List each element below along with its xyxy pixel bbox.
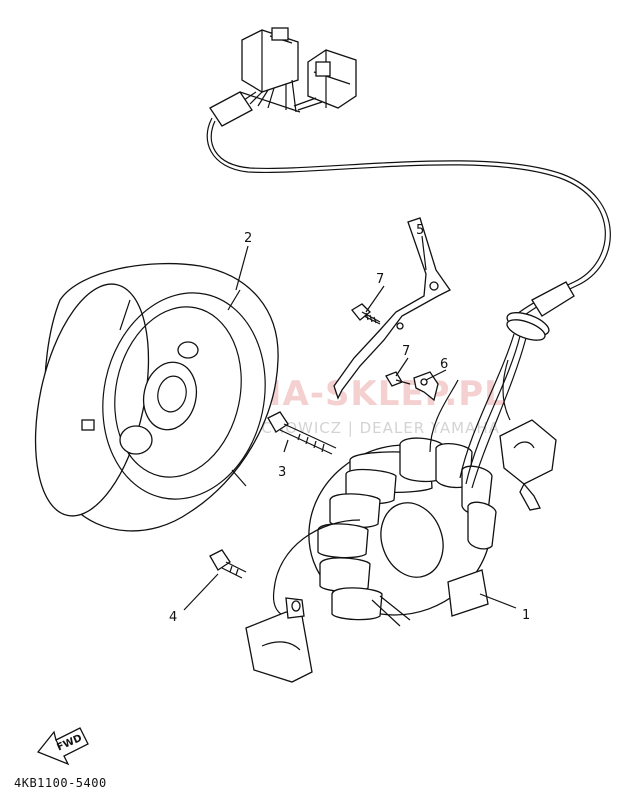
pickup-coil-upper	[499, 359, 557, 511]
stator-assembly	[308, 437, 497, 627]
part-5-plate	[333, 217, 451, 400]
harness-cable	[206, 117, 606, 321]
bolt-3	[267, 411, 337, 455]
harness-connectors	[209, 27, 357, 127]
callout-2: 2	[244, 231, 252, 246]
callout-5: 5	[416, 223, 424, 238]
callout-1: 1	[522, 608, 530, 623]
screw-7-lower	[385, 371, 411, 387]
screw-7-upper	[351, 303, 381, 325]
callout-6: 6	[440, 357, 448, 372]
callout-7-lower: 7	[402, 344, 410, 359]
rotor-flywheel	[34, 262, 279, 532]
pickup-coil-lower	[245, 597, 313, 683]
fwd-arrow-icon: FWD	[36, 727, 89, 766]
callout-4: 4	[169, 610, 177, 625]
callout-leaders	[183, 235, 517, 611]
part-6-bracket	[413, 371, 439, 402]
grommet	[506, 281, 575, 341]
callout-3: 3	[278, 465, 286, 480]
stator-wires	[459, 333, 527, 489]
diagram-code: 4KB1100-5400	[14, 776, 107, 790]
callout-7-upper: 7	[376, 272, 384, 287]
bolt-4	[209, 549, 247, 579]
